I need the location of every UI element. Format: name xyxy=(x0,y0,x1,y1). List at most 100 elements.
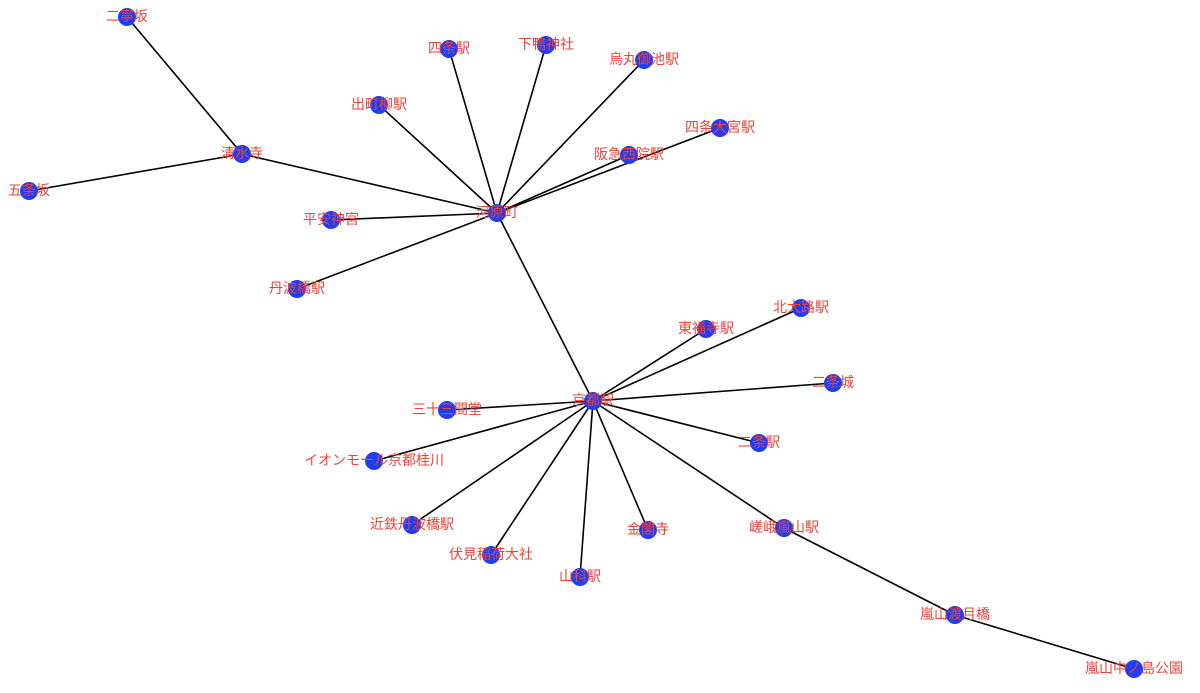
edge-ninenzaka-kiyomizu xyxy=(126,16,243,155)
node-label: 京都駅 xyxy=(572,393,614,409)
node-label: 烏丸御池駅 xyxy=(609,51,679,68)
node-kitaoji: 北大路駅 xyxy=(773,299,829,317)
node-label: 二寧坂 xyxy=(106,8,148,25)
node-dot xyxy=(403,516,421,534)
node-kinkakuji: 金閣寺 xyxy=(627,521,669,539)
node-label: 河原町 xyxy=(476,205,518,221)
node-demachiyanagi: 出町柳駅 xyxy=(351,96,407,114)
edge-saga_arashiyama-togetsukyo xyxy=(783,527,956,616)
node-fushimi_inari: 伏見稲荷大社 xyxy=(449,546,533,564)
edge-heian-kawaramachi xyxy=(330,212,498,221)
node-label: 金閣寺 xyxy=(627,522,669,538)
edge-demachiyanagi-kawaramachi xyxy=(378,104,498,214)
node-shimogamo: 下鴨神社 xyxy=(518,36,574,54)
edge-shijo-kawaramachi xyxy=(448,48,498,214)
node-togetsukyo: 嵐山渡月橋 xyxy=(920,606,990,624)
edge-tambabashi-kawaramachi xyxy=(296,212,498,290)
node-dot xyxy=(584,392,602,410)
edge-saga_arashiyama-kyoto xyxy=(592,400,785,529)
node-dot xyxy=(118,8,136,26)
node-dot xyxy=(488,204,506,222)
node-label: 二条駅 xyxy=(738,434,780,451)
edge-aeon-kyoto xyxy=(373,400,594,462)
node-dot xyxy=(946,606,964,624)
edge-gojozaka-kiyomizu xyxy=(28,153,243,192)
node-dot xyxy=(824,374,842,392)
node-tambabashi: 丹波橋駅 xyxy=(269,280,325,298)
node-dot xyxy=(322,211,340,229)
edge-sanjusangendo-kyoto xyxy=(446,400,594,411)
node-aeon: イオンモール京都桂川 xyxy=(304,452,444,470)
edge-karasuma_oike-kawaramachi xyxy=(496,59,645,214)
node-label: 出町柳駅 xyxy=(351,96,407,113)
edge-nijojo-kyoto xyxy=(592,382,834,402)
node-label: 平安神宮 xyxy=(303,212,359,228)
edge-kiyomizu-kawaramachi xyxy=(241,153,498,214)
graph-edges xyxy=(28,16,1135,670)
edge-tofukuji-kyoto xyxy=(592,328,707,402)
node-dot xyxy=(365,452,383,470)
node-nijo: 二条駅 xyxy=(738,434,780,452)
node-dot xyxy=(1125,660,1143,678)
edge-kitaoji-kyoto xyxy=(592,307,802,402)
node-tofukuji: 東福寺駅 xyxy=(678,320,734,338)
node-dot xyxy=(775,519,793,537)
node-label: 二条城 xyxy=(812,374,854,391)
node-dot xyxy=(233,145,251,163)
node-label: 嵯峨嵐山駅 xyxy=(749,520,819,536)
node-dot xyxy=(20,182,38,200)
node-label: 近鉄丹波橋駅 xyxy=(370,517,454,533)
node-gojozaka: 五条坂 xyxy=(8,182,50,200)
node-dot xyxy=(537,36,555,54)
node-label: 東福寺駅 xyxy=(678,321,734,337)
node-nijojo: 二条城 xyxy=(812,374,854,392)
edge-yamashina-kyoto xyxy=(579,400,594,578)
node-dot xyxy=(635,51,653,69)
node-dot xyxy=(792,299,810,317)
node-nakanoshima: 嵐山中ノ島公園 xyxy=(1085,660,1183,678)
edge-kawaramachi-kyoto xyxy=(496,212,594,402)
node-sanjusangendo: 三十三間堂 xyxy=(412,401,482,419)
node-label: 下鴨神社 xyxy=(518,37,574,53)
node-saga_arashiyama: 嵯峨嵐山駅 xyxy=(749,519,819,537)
node-dot xyxy=(571,568,589,586)
edge-shijo_omiya-kawaramachi xyxy=(496,127,721,214)
node-label: 阪急西院駅 xyxy=(594,147,664,163)
node-label: 嵐山中ノ島公園 xyxy=(1085,661,1183,677)
node-label: 嵐山渡月橋 xyxy=(920,607,990,623)
node-heian: 平安神宮 xyxy=(303,211,359,229)
node-ninenzaka: 二寧坂 xyxy=(106,8,148,26)
edge-fushimi_inari-kyoto xyxy=(490,400,594,556)
node-yamashina: 山科駅 xyxy=(559,568,601,586)
node-dot xyxy=(370,96,388,114)
edge-kintetsu_tambabashi-kyoto xyxy=(411,400,594,526)
edge-hankyu_saiin-kawaramachi xyxy=(496,154,630,214)
node-label: 清水寺 xyxy=(221,146,263,162)
node-kyoto: 京都駅 xyxy=(572,392,614,410)
node-dot xyxy=(711,119,729,137)
node-label: 山科駅 xyxy=(559,569,601,585)
edge-togetsukyo-nakanoshima xyxy=(954,614,1135,670)
node-label: 三十三間堂 xyxy=(412,402,482,418)
edge-shimogamo-kawaramachi xyxy=(496,44,547,214)
node-kintetsu_tambabashi: 近鉄丹波橋駅 xyxy=(370,516,454,534)
node-dot xyxy=(438,401,456,419)
node-hankyu_saiin: 阪急西院駅 xyxy=(594,146,664,164)
node-label: 四条大宮駅 xyxy=(685,119,755,136)
node-label: 五条坂 xyxy=(8,182,50,199)
node-label: 伏見稲荷大社 xyxy=(449,547,533,563)
node-label: 四条駅 xyxy=(428,40,470,57)
node-kawaramachi: 河原町 xyxy=(476,204,518,222)
node-shijo: 四条駅 xyxy=(428,40,470,58)
edge-nijo-kyoto xyxy=(592,400,760,444)
node-dot xyxy=(697,320,715,338)
node-kiyomizu: 清水寺 xyxy=(221,145,263,163)
node-dot xyxy=(440,40,458,58)
node-dot xyxy=(750,434,768,452)
node-label: 丹波橋駅 xyxy=(269,281,325,297)
node-label: イオンモール京都桂川 xyxy=(304,453,444,469)
node-karasuma_oike: 烏丸御池駅 xyxy=(609,51,679,69)
node-dot xyxy=(639,521,657,539)
